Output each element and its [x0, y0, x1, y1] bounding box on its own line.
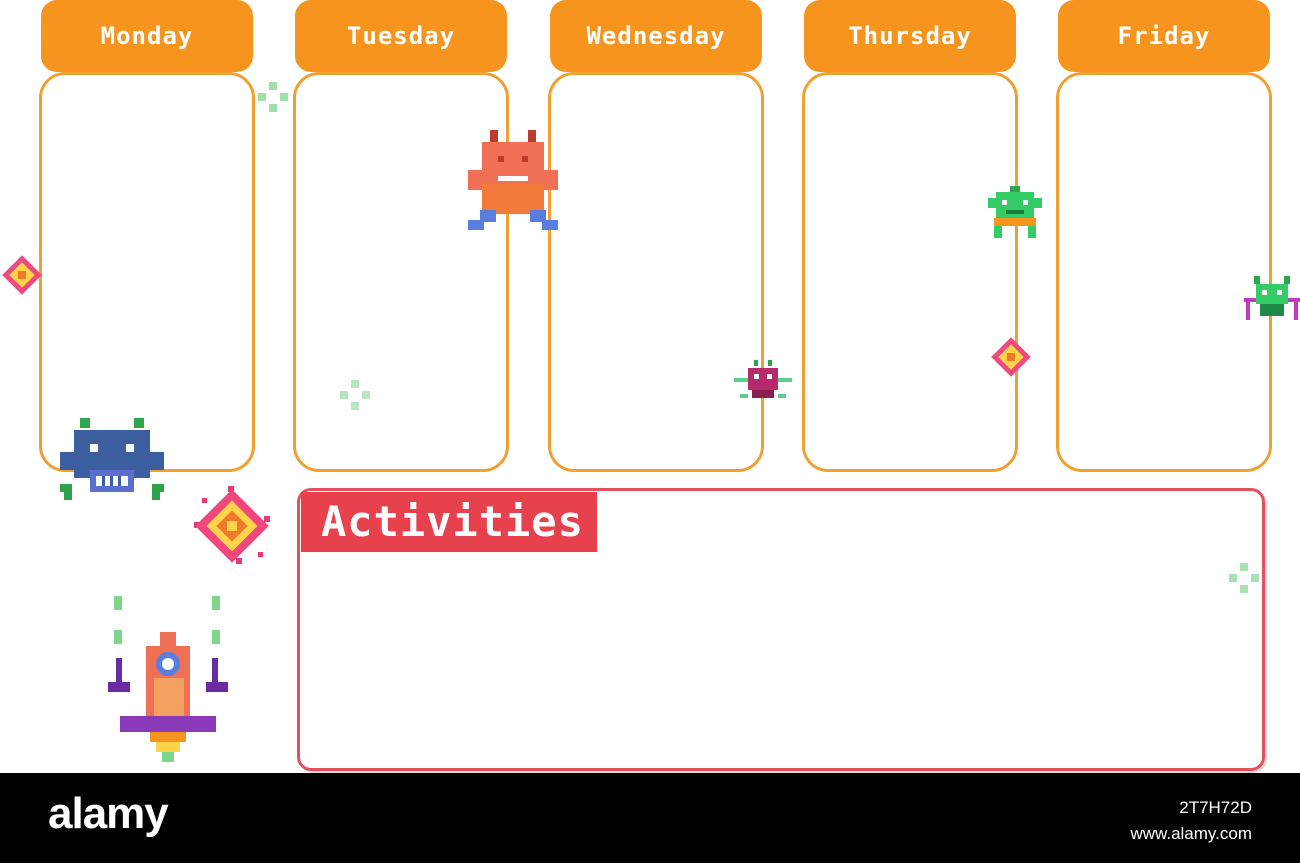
day-box-thursday[interactable] — [802, 72, 1018, 472]
blue-monster-icon — [60, 418, 164, 500]
explosion-icon — [991, 337, 1031, 377]
day-header-thursday: Thursday — [804, 0, 1016, 72]
green-robot-icon — [988, 186, 1042, 238]
purple-bug-icon — [734, 360, 792, 398]
footer-bar: alamy 2T7H72D www.alamy.com — [0, 773, 1300, 863]
day-header-wednesday: Wednesday — [550, 0, 762, 72]
day-header-tuesday: Tuesday — [295, 0, 507, 72]
day-box-monday[interactable] — [39, 72, 255, 472]
sparkle-icon — [1229, 563, 1259, 593]
sparkle-icon — [340, 380, 370, 410]
sparkle-icon — [258, 82, 288, 112]
footer-url[interactable]: www.alamy.com — [1130, 824, 1252, 843]
footer-image-id: 2T7H72D — [1179, 798, 1252, 817]
orange-monster-icon — [468, 130, 558, 230]
explosion-icon — [194, 486, 270, 564]
footer-info: 2T7H72D www.alamy.com — [1130, 795, 1252, 847]
day-header-friday: Friday — [1058, 0, 1270, 72]
day-box-tuesday[interactable] — [293, 72, 509, 472]
rocket-ship-icon — [108, 596, 228, 762]
day-box-friday[interactable] — [1056, 72, 1272, 472]
day-box-wednesday[interactable] — [548, 72, 764, 472]
activities-title: Activities — [301, 492, 597, 552]
explosion-icon — [2, 255, 42, 295]
day-header-monday: Monday — [41, 0, 253, 72]
footer-logo[interactable]: alamy — [48, 789, 169, 838]
green-squid-icon — [1244, 276, 1300, 320]
